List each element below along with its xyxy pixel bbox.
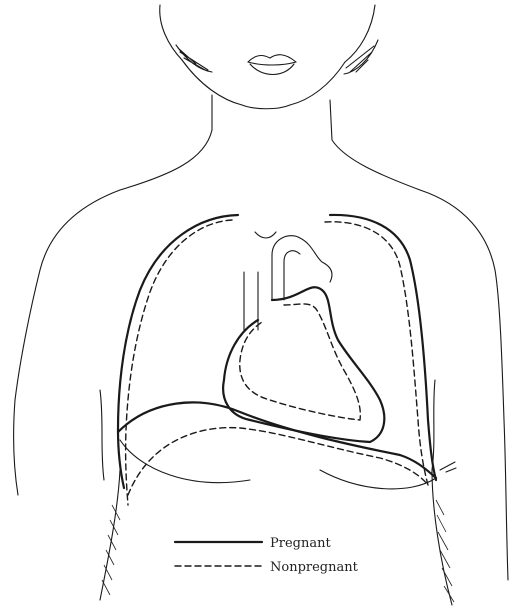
neck-left [120, 95, 212, 190]
lower-chest-curve-left [120, 440, 250, 483]
lung-right-nonpregnant [325, 222, 428, 485]
arm-left-inner [100, 390, 104, 480]
lip-line [248, 62, 296, 65]
lower-lip [250, 64, 294, 75]
lower-chest-curve-right [320, 470, 436, 489]
torso-left-hatching [102, 505, 120, 595]
torso-right-hatching [436, 500, 454, 602]
legend: Pregnant Nonpregnant [175, 536, 359, 575]
shoulder-right [420, 190, 508, 580]
face-left-contour [160, 5, 182, 60]
legend-label-pregnant: Pregnant [270, 536, 331, 551]
sternal-notch [255, 232, 276, 238]
diaphragm-pregnant [118, 402, 436, 478]
neck-right [330, 100, 420, 190]
upper-lip [248, 55, 296, 62]
head [160, 5, 378, 109]
shoulder-left [14, 190, 120, 495]
lung-left-pregnant [118, 215, 238, 488]
lung-base-marker [440, 462, 456, 472]
torso-right-side [432, 470, 452, 605]
aorta-inner [284, 251, 300, 300]
diaphragm-nonpregnant [128, 428, 428, 495]
ear-left-shading [176, 45, 212, 72]
jaw-right [290, 62, 345, 105]
chin [242, 105, 290, 109]
torso-left-side [100, 470, 120, 600]
legend-label-nonpregnant: Nonpregnant [270, 560, 359, 575]
lung-left-nonpregnant [126, 220, 232, 505]
